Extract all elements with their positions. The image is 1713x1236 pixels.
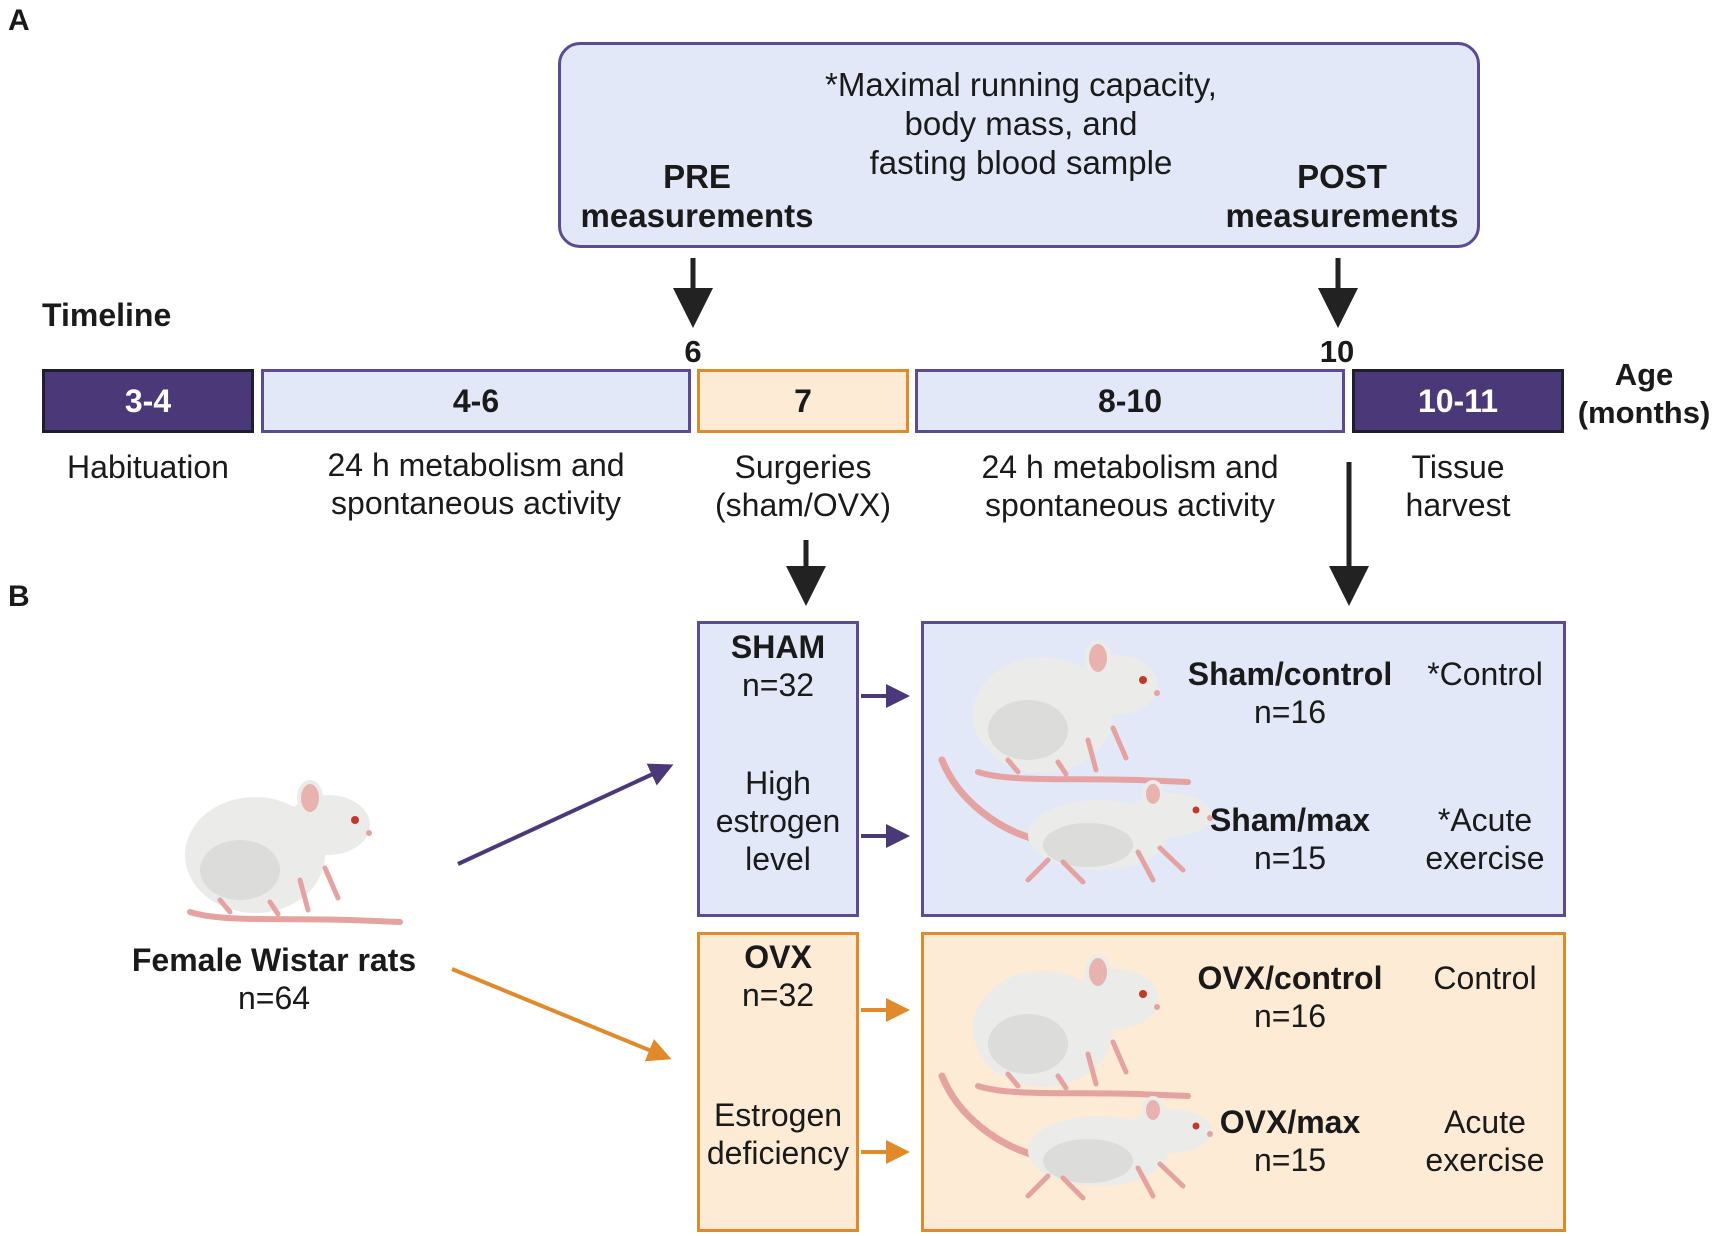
female-wistar-rat-illustration — [185, 782, 400, 922]
segment-desc-line: harvest — [1405, 487, 1511, 523]
age-label-line: Age — [1614, 357, 1674, 392]
segment-desc-line: spontaneous activity — [985, 487, 1275, 523]
rats-to-ovx-arrow — [451, 967, 672, 1062]
segment-desc-line: spontaneous activity — [331, 485, 621, 521]
pre-measurements-label: PRE measurements — [561, 157, 833, 235]
ovx-header: OVX n=32 — [697, 938, 859, 1014]
post-label-line: measurements — [1225, 197, 1459, 234]
segment-desc-tissue-harvest: Tissue harvest — [1352, 448, 1564, 524]
age-axis-label: Age (months) — [1574, 356, 1713, 432]
segment-desc-line: 24 h metabolism and — [327, 447, 625, 483]
segment-desc-metabolism-pre: 24 h metabolism and spontaneous activity — [261, 446, 691, 522]
post-label-line: POST — [1297, 158, 1387, 195]
sham-max-n: n=15 — [1253, 840, 1327, 876]
sham-header: SHAM n=32 — [697, 628, 859, 704]
measurements-note-line: fasting blood sample — [869, 144, 1173, 181]
timeline-segment-3-4: 3-4 — [42, 369, 254, 433]
measurements-box: *Maximal running capacity, body mass, an… — [558, 42, 1480, 248]
sham-max-note: *Acute exercise — [1410, 801, 1560, 877]
ovx-n: n=32 — [741, 977, 815, 1013]
ovx-control-group: OVX/control n=16 — [1180, 959, 1400, 1035]
segment-desc-metabolism-post: 24 h metabolism and spontaneous activity — [915, 448, 1345, 524]
segment-desc-line: 24 h metabolism and — [981, 449, 1279, 485]
ovx-control-note: Control — [1410, 959, 1560, 997]
sham-desc-line: level — [745, 841, 811, 877]
ovx-description: Estrogen deficiency — [697, 1096, 859, 1172]
measurements-note-line: body mass, and — [904, 105, 1138, 142]
sham-max-note-line: *Acute — [1437, 802, 1533, 838]
segment-desc-line: Tissue — [1411, 449, 1505, 485]
sham-control-name: Sham/control — [1187, 656, 1393, 692]
segment-desc-line: (sham/OVX) — [714, 487, 892, 523]
sham-control-rat-illustration — [973, 642, 1188, 782]
timeline-title: Timeline — [42, 297, 172, 333]
ovx-max-name: OVX/max — [1219, 1104, 1361, 1140]
rats-to-sham-arrow — [457, 763, 674, 866]
timeline-marker-post: 10 — [1319, 334, 1355, 369]
segment-desc-habituation: Habituation — [42, 448, 254, 486]
timeline-segment-7: 7 — [697, 369, 909, 433]
sham-title: SHAM — [730, 629, 826, 665]
measurements-note-line: *Maximal running capacity, — [825, 66, 1217, 103]
ovx-max-n: n=15 — [1253, 1142, 1327, 1178]
sham-max-note-line: exercise — [1425, 840, 1545, 876]
panel-label-a: A — [8, 4, 30, 37]
measurements-note: *Maximal running capacity, body mass, an… — [711, 65, 1331, 182]
sham-desc-line: estrogen — [715, 803, 841, 839]
sham-control-n: n=16 — [1253, 694, 1327, 730]
ovx-max-note-line: exercise — [1425, 1142, 1545, 1178]
sham-max-name: Sham/max — [1209, 802, 1371, 838]
ovx-control-rat-illustration — [973, 956, 1188, 1096]
pre-label-line: PRE — [663, 158, 731, 195]
sham-control-note: *Control — [1410, 655, 1560, 693]
segment-desc-line: Surgeries — [734, 449, 872, 485]
pre-label-line: measurements — [580, 197, 814, 234]
sham-desc-line: High — [745, 765, 811, 801]
post-measurements-label: POST measurements — [1206, 157, 1478, 235]
timeline-marker-pre: 6 — [684, 334, 702, 369]
age-label-line: (months) — [1577, 395, 1711, 430]
segment-desc-line: Habituation — [67, 449, 229, 485]
segment-desc-surgeries: Surgeries (sham/OVX) — [697, 448, 909, 524]
ovx-control-note-line: Control — [1433, 960, 1537, 996]
ovx-desc-line: Estrogen — [713, 1097, 843, 1133]
ovx-max-note: Acute exercise — [1410, 1103, 1560, 1179]
ovx-desc-line: deficiency — [706, 1135, 850, 1171]
sham-box — [697, 621, 859, 917]
panel-label-b: B — [8, 580, 30, 613]
animal-label: Female Wistar rats n=64 — [100, 941, 448, 1017]
timeline-segment-8-10: 8-10 — [915, 369, 1345, 433]
timeline-segment-4-6: 4-6 — [261, 369, 691, 433]
sham-control-note-line: *Control — [1427, 656, 1543, 692]
ovx-box — [697, 932, 859, 1232]
sham-control-group: Sham/control n=16 — [1180, 655, 1400, 731]
timeline-segment-10-11: 10-11 — [1352, 369, 1564, 433]
animal-label-n: n=64 — [237, 980, 311, 1016]
sham-description: High estrogen level — [697, 764, 859, 878]
ovx-max-group: OVX/max n=15 — [1180, 1103, 1400, 1179]
ovx-control-n: n=16 — [1253, 998, 1327, 1034]
sham-max-group: Sham/max n=15 — [1180, 801, 1400, 877]
ovx-title: OVX — [744, 939, 812, 975]
sham-n: n=32 — [741, 667, 815, 703]
animal-label-name: Female Wistar rats — [131, 942, 417, 978]
ovx-control-name: OVX/control — [1197, 960, 1383, 996]
ovx-max-note-line: Acute — [1444, 1104, 1526, 1140]
